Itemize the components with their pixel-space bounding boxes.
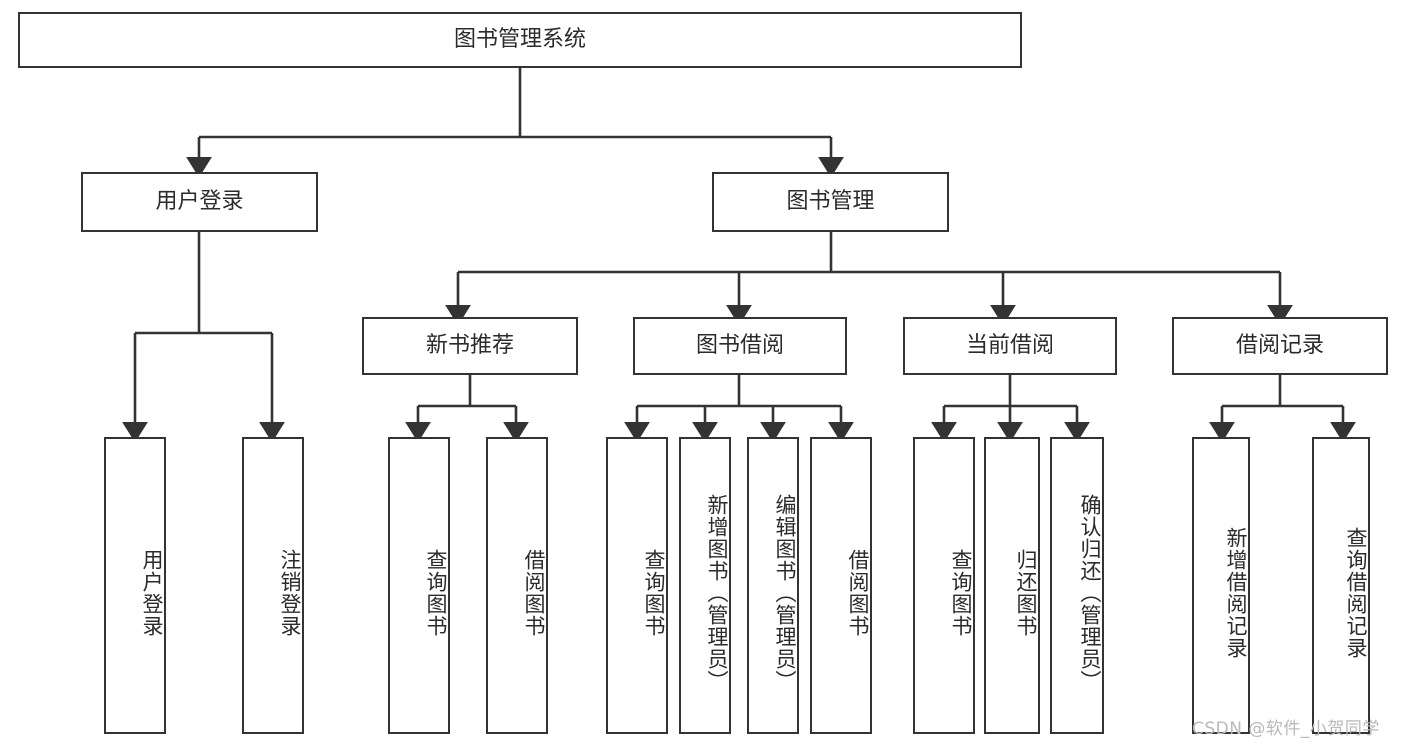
node-leaf-label: 确认归还（管理员） (1078, 493, 1102, 692)
node-leaf-query-borrow-record[interactable]: 查询借阅记录 (1312, 437, 1370, 734)
csdn-watermark: CSDN @软件_小贺同学 (1192, 719, 1380, 739)
node-leaf-label: 新增图书（管理员） (705, 493, 729, 692)
node-book-manage-group[interactable]: 图书管理 (712, 172, 949, 232)
node-leaf-label: 查询图书 (642, 548, 666, 637)
node-leaf-label: 归还图书 (1014, 548, 1038, 637)
node-leaf-edit-book-admin[interactable]: 编辑图书（管理员） (747, 437, 799, 734)
node-borrow-record[interactable]: 借阅记录 (1172, 317, 1388, 375)
node-leaf-label: 查询图书 (424, 548, 448, 637)
node-leaf-return-book[interactable]: 归还图书 (984, 437, 1040, 734)
node-new-book-recommend[interactable]: 新书推荐 (362, 317, 578, 375)
node-leaf-confirm-return-admin[interactable]: 确认归还（管理员） (1050, 437, 1104, 734)
node-leaf-query-book-recommend[interactable]: 查询图书 (388, 437, 450, 734)
node-leaf-borrow-book[interactable]: 借阅图书 (810, 437, 872, 734)
node-user-login-group[interactable]: 用户登录 (81, 172, 318, 232)
node-leaf-add-book-admin[interactable]: 新增图书（管理员） (679, 437, 731, 734)
node-book-borrow[interactable]: 图书借阅 (633, 317, 847, 375)
node-leaf-label: 借阅图书 (846, 548, 870, 637)
node-current-borrow[interactable]: 当前借阅 (903, 317, 1117, 375)
node-leaf-label: 查询借阅记录 (1344, 526, 1368, 659)
node-leaf-query-book-current[interactable]: 查询图书 (913, 437, 975, 734)
node-leaf-query-book-borrow[interactable]: 查询图书 (606, 437, 668, 734)
node-leaf-label: 注销登录 (278, 548, 302, 637)
node-leaf-borrow-book-recommend[interactable]: 借阅图书 (486, 437, 548, 734)
node-leaf-add-borrow-record[interactable]: 新增借阅记录 (1192, 437, 1250, 734)
node-leaf-user-login[interactable]: 用户登录 (104, 437, 166, 734)
node-leaf-label: 用户登录 (140, 548, 164, 637)
node-leaf-logout[interactable]: 注销登录 (242, 437, 304, 734)
node-leaf-label: 查询图书 (949, 548, 973, 637)
node-leaf-label: 借阅图书 (522, 548, 546, 637)
node-leaf-label: 新增借阅记录 (1224, 526, 1248, 659)
node-leaf-label: 编辑图书（管理员） (773, 493, 797, 692)
node-root-system[interactable]: 图书管理系统 (18, 12, 1022, 68)
